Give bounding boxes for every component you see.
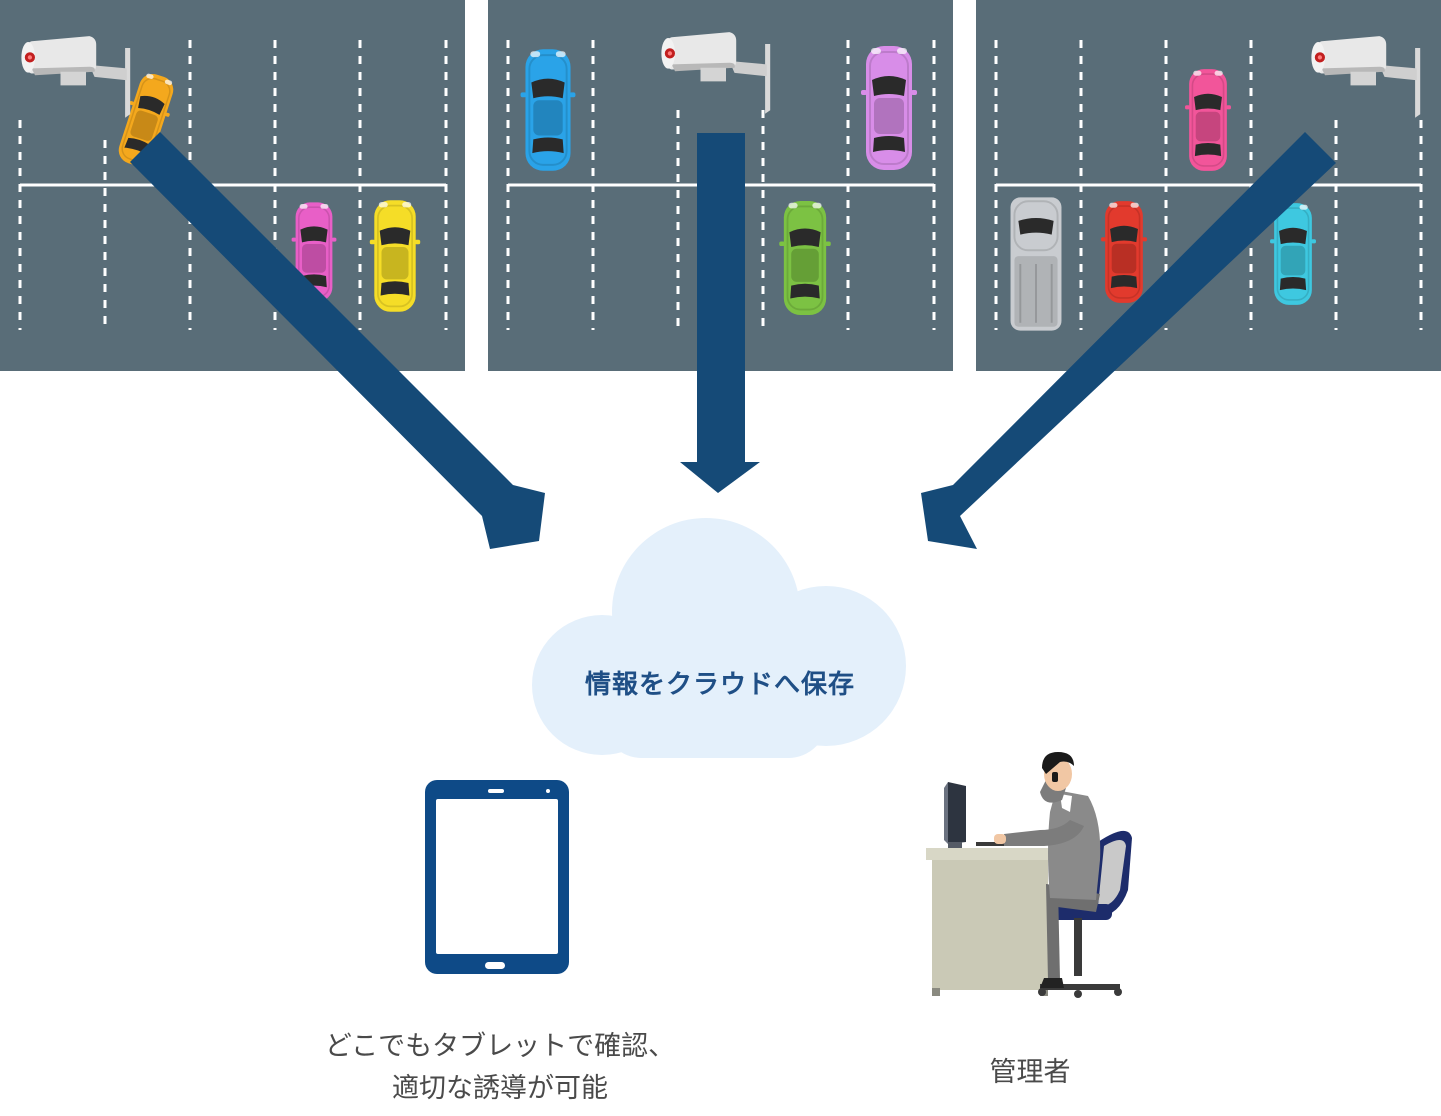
parking-lot-1 xyxy=(0,0,465,371)
car-icon xyxy=(368,199,422,313)
arrow-center xyxy=(680,133,760,493)
car-icon xyxy=(1009,196,1063,332)
car-icon xyxy=(1100,200,1148,304)
cloud-icon xyxy=(532,518,906,758)
tablet-caption-line-1: どこでもタブレットで確認、 xyxy=(324,1031,676,1062)
office-worker-icon xyxy=(926,752,1132,998)
arrow-left xyxy=(130,132,545,549)
tablet-icon xyxy=(425,780,569,974)
tablet-caption: どこでもタブレットで確認、 適切な誘導が可能 xyxy=(250,1026,750,1110)
arrow-right xyxy=(921,132,1336,549)
car-icon xyxy=(860,45,918,171)
tablet-caption-line-2: 適切な誘導が可能 xyxy=(392,1073,608,1104)
car-icon xyxy=(1184,68,1232,172)
cloud-label: 情報をクラウドへ保存 xyxy=(584,670,855,700)
arrows-to-cloud xyxy=(130,132,1336,549)
car-icon xyxy=(519,48,577,172)
car-icon xyxy=(778,200,832,316)
admin-caption: 管理者 xyxy=(989,1057,1071,1088)
parking-lot-3 xyxy=(976,0,1441,371)
